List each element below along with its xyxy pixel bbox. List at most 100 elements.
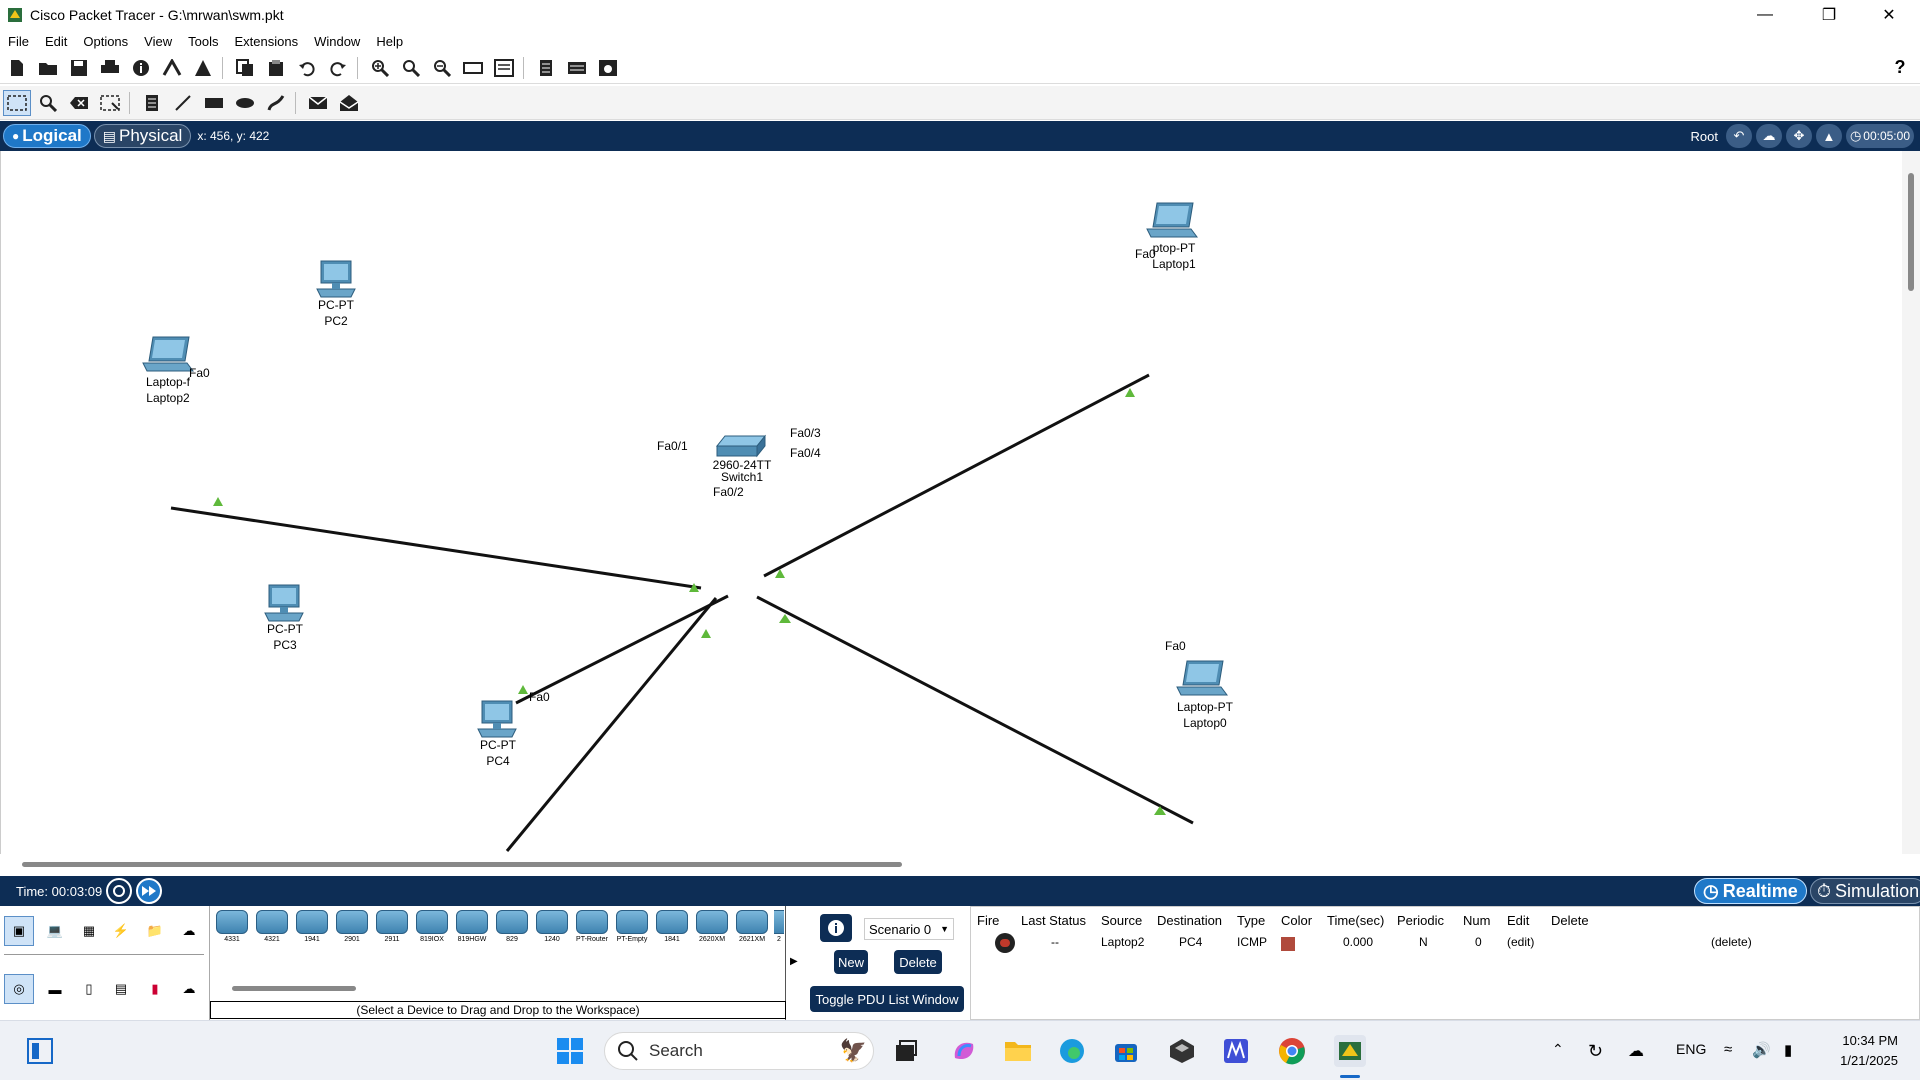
draw-ellipse-icon[interactable]: [231, 90, 259, 116]
menu-help[interactable]: Help: [376, 33, 404, 49]
menu-edit[interactable]: Edit: [44, 33, 68, 49]
end-devices-icon[interactable]: 💻: [46, 923, 64, 938]
security-icon[interactable]: ▮: [151, 981, 159, 996]
new-scenario-button[interactable]: New: [834, 950, 868, 974]
scenario-info-icon[interactable]: [820, 914, 852, 942]
device-item[interactable]: 819HGW: [454, 910, 490, 950]
laptop0-laptop-icon[interactable]: [1175, 659, 1231, 699]
sync-icon[interactable]: ↻: [1588, 1041, 1604, 1061]
complex-pdu-icon[interactable]: [335, 90, 363, 116]
taskbar-search[interactable]: Search 🦅: [604, 1032, 874, 1070]
cluster-cloud-icon[interactable]: ☁: [1755, 124, 1782, 148]
pc2-pc-icon[interactable]: [315, 259, 357, 299]
pc4-pc-icon[interactable]: [476, 699, 518, 739]
print-icon[interactable]: [96, 55, 124, 81]
device-item[interactable]: 819IOX: [414, 910, 450, 950]
routers-icon[interactable]: ◎: [4, 974, 34, 1004]
close-window-button[interactable]: ✕: [1882, 7, 1896, 24]
select-tool-icon[interactable]: [3, 89, 31, 116]
battery-icon[interactable]: ▮: [1784, 1042, 1793, 1059]
custom-device-icon[interactable]: [490, 55, 518, 81]
zoom-in-icon[interactable]: [366, 55, 394, 81]
minimize-button[interactable]: —: [1757, 6, 1773, 23]
tab-logical[interactable]: ●Logical: [3, 124, 91, 148]
taskbar-clock[interactable]: 10:34 PM 1/21/2025: [1826, 1031, 1898, 1071]
device-item[interactable]: 829: [494, 910, 530, 950]
volume-icon[interactable]: 🔊: [1752, 1042, 1771, 1059]
help-icon[interactable]: ?: [1894, 57, 1906, 77]
device-item[interactable]: 2620XM: [694, 910, 730, 950]
link-switch-laptop0[interactable]: [756, 595, 1194, 825]
simulation-mode-tab[interactable]: ⏱Simulation: [1810, 878, 1920, 904]
menu-window[interactable]: Window: [314, 33, 361, 49]
drawing-palette-icon[interactable]: [459, 55, 487, 81]
ipc-icon[interactable]: [563, 55, 591, 81]
scenario-select[interactable]: Scenario 0▼: [864, 918, 954, 940]
device-item[interactable]: 2911: [374, 910, 410, 950]
device-item[interactable]: 2: [774, 910, 784, 950]
device-item[interactable]: 1240: [534, 910, 570, 950]
redo-icon[interactable]: [324, 55, 352, 81]
virtualbox-icon[interactable]: [1166, 1035, 1198, 1067]
device-item[interactable]: 4331: [214, 910, 250, 950]
pdu-delete-link[interactable]: (delete): [1711, 935, 1752, 949]
multiuser-cloud-icon[interactable]: ☁: [182, 923, 196, 938]
place-note-icon[interactable]: [138, 90, 166, 116]
wan-emulation-icon[interactable]: ☁: [182, 981, 196, 996]
device-item[interactable]: 2621XM: [734, 910, 770, 950]
inspect-icon[interactable]: [34, 90, 62, 116]
connections-icon[interactable]: ⚡: [112, 923, 130, 938]
info-icon[interactable]: [127, 55, 155, 81]
menu-view[interactable]: View: [144, 33, 173, 49]
pdu-edit-link[interactable]: (edit): [1507, 935, 1535, 949]
language-indicator[interactable]: ENG: [1676, 1041, 1707, 1057]
edge-icon[interactable]: [1056, 1035, 1088, 1067]
link-laptop2-switch[interactable]: [170, 506, 702, 590]
delete-tool-icon[interactable]: [65, 90, 93, 116]
paste-icon[interactable]: [262, 55, 290, 81]
switch1-switch-icon[interactable]: [715, 432, 767, 460]
show-hidden-icons-icon[interactable]: ⌃: [1552, 1041, 1564, 1057]
zoom-reset-icon[interactable]: [397, 55, 425, 81]
resize-shape-icon[interactable]: [96, 90, 124, 116]
onedrive-icon[interactable]: ☁: [1628, 1043, 1644, 1060]
wireless-devices-icon[interactable]: ▤: [114, 981, 128, 996]
scrollbar-thumb[interactable]: [1908, 173, 1914, 291]
laptop2-laptop-icon[interactable]: [141, 335, 197, 375]
toggle-pdu-list-button[interactable]: Toggle PDU List Window: [810, 986, 964, 1012]
new-file-icon[interactable]: [3, 55, 31, 81]
start-icon[interactable]: [554, 1035, 586, 1067]
open-folder-icon[interactable]: [34, 55, 62, 81]
pc3-pc-icon[interactable]: [263, 583, 305, 623]
background-image-icon[interactable]: ▲: [1815, 124, 1842, 148]
restore-button[interactable]: ❐: [1821, 7, 1837, 24]
copilot-icon[interactable]: [948, 1035, 980, 1067]
activity-wizard-icon[interactable]: [189, 55, 217, 81]
app-m-icon[interactable]: [1220, 1035, 1252, 1067]
move-object-icon[interactable]: ✥: [1785, 124, 1812, 148]
notes-icon[interactable]: [532, 55, 560, 81]
copy-icon[interactable]: [231, 55, 259, 81]
menu-extensions[interactable]: Extensions: [234, 33, 299, 49]
workspace-horizontal-scrollbar[interactable]: [22, 862, 902, 867]
device-item[interactable]: PT-Router: [574, 910, 610, 950]
menu-file[interactable]: File: [8, 33, 29, 49]
menu-tools[interactable]: Tools: [188, 33, 219, 49]
zoom-out-icon[interactable]: [428, 55, 456, 81]
network-devices-icon[interactable]: ▣: [4, 916, 34, 946]
viewport-clock[interactable]: ◷00:05:00: [1845, 124, 1914, 148]
expand-arrow-icon[interactable]: ▶: [790, 956, 798, 967]
wifi-icon[interactable]: ≈: [1724, 1041, 1733, 1058]
freeform-icon[interactable]: [262, 90, 290, 116]
widgets-icon[interactable]: [24, 1035, 56, 1067]
menu-options[interactable]: Options: [83, 33, 129, 49]
link-switch-laptop1[interactable]: [763, 373, 1150, 578]
link-pc4-switch[interactable]: [505, 597, 718, 852]
viewport-icon[interactable]: [594, 55, 622, 81]
device-item[interactable]: 2901: [334, 910, 370, 950]
chrome-icon[interactable]: [1276, 1035, 1308, 1067]
network-wizard-icon[interactable]: [158, 55, 186, 81]
task-view-icon[interactable]: [890, 1035, 922, 1067]
draw-rectangle-icon[interactable]: [200, 90, 228, 116]
